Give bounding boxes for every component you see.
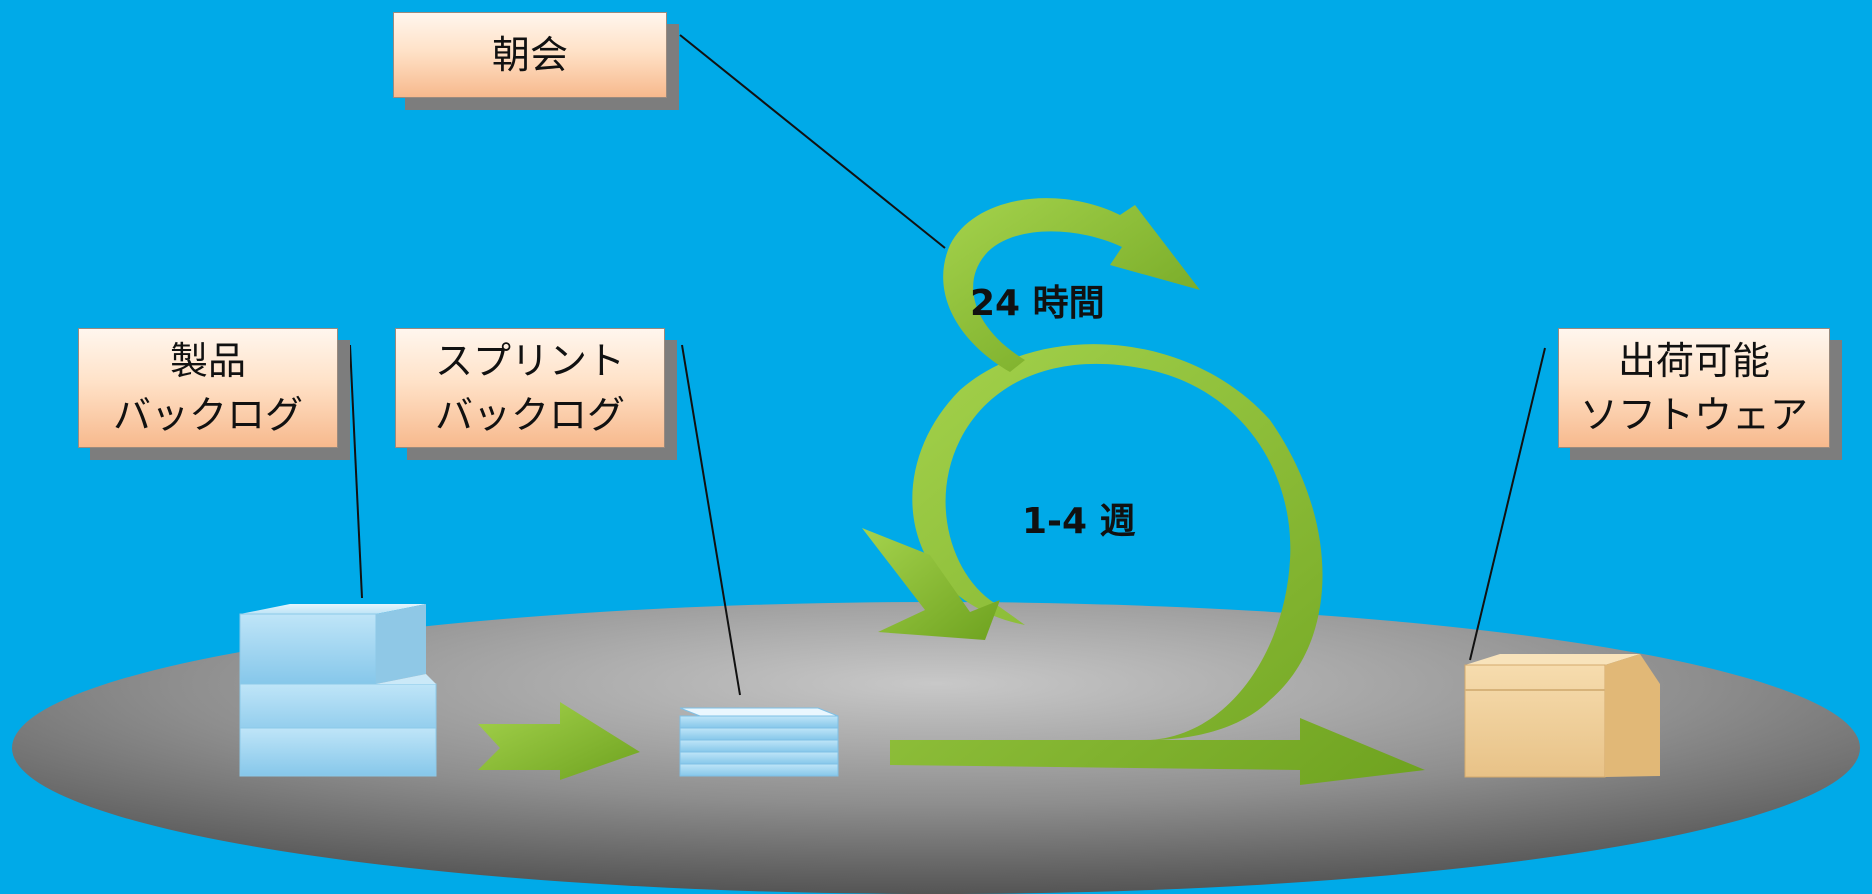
morning-meeting-label: 朝会 xyxy=(393,12,667,98)
daily-cycle-label: 24 時間 xyxy=(970,283,1105,324)
short-arrow xyxy=(478,702,640,780)
sprint-backlog-label: スプリント バックログ xyxy=(395,328,665,448)
sprint-cycle-label: 1-4 週 xyxy=(1022,501,1136,542)
sprint-backlog-sheets xyxy=(679,707,839,777)
sprint-loop-arrowhead xyxy=(862,528,1000,640)
leader-line-product-backlog xyxy=(349,344,363,599)
leader-line-sprint-backlog xyxy=(681,344,741,696)
leader-line-morning-meeting xyxy=(679,34,946,249)
daily-loop-arrow xyxy=(943,198,1200,372)
sprint-loop-arrow xyxy=(890,344,1425,785)
product-backlog-label: 製品 バックログ xyxy=(78,328,338,448)
leader-line-shippable-software xyxy=(1469,347,1546,661)
shipping-box xyxy=(1464,654,1660,778)
shippable-software-label: 出荷可能 ソフトウェア xyxy=(1558,328,1830,448)
product-backlog-blocks xyxy=(239,604,437,777)
